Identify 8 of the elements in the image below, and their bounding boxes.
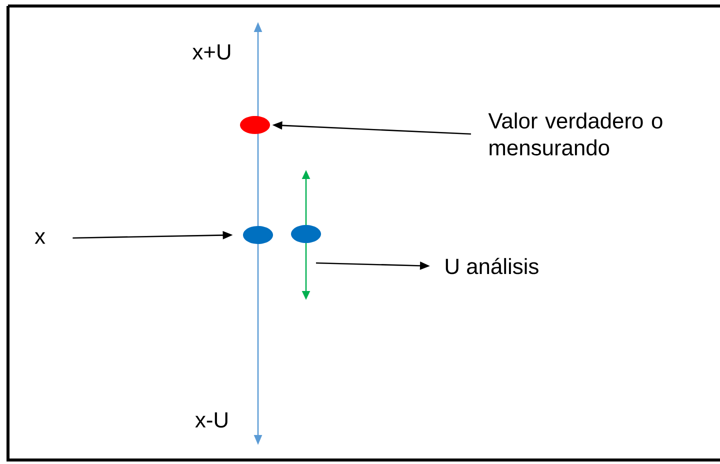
dot [240,116,270,134]
text-label: U análisis [446,258,538,274]
dot [243,226,273,244]
axis-label: x+U [192,44,230,60]
text-label: x [34,232,46,244]
text-label: Valor verdadero o mensurando [488,112,662,156]
dot [291,225,321,243]
axis-label: x-U [195,412,228,428]
